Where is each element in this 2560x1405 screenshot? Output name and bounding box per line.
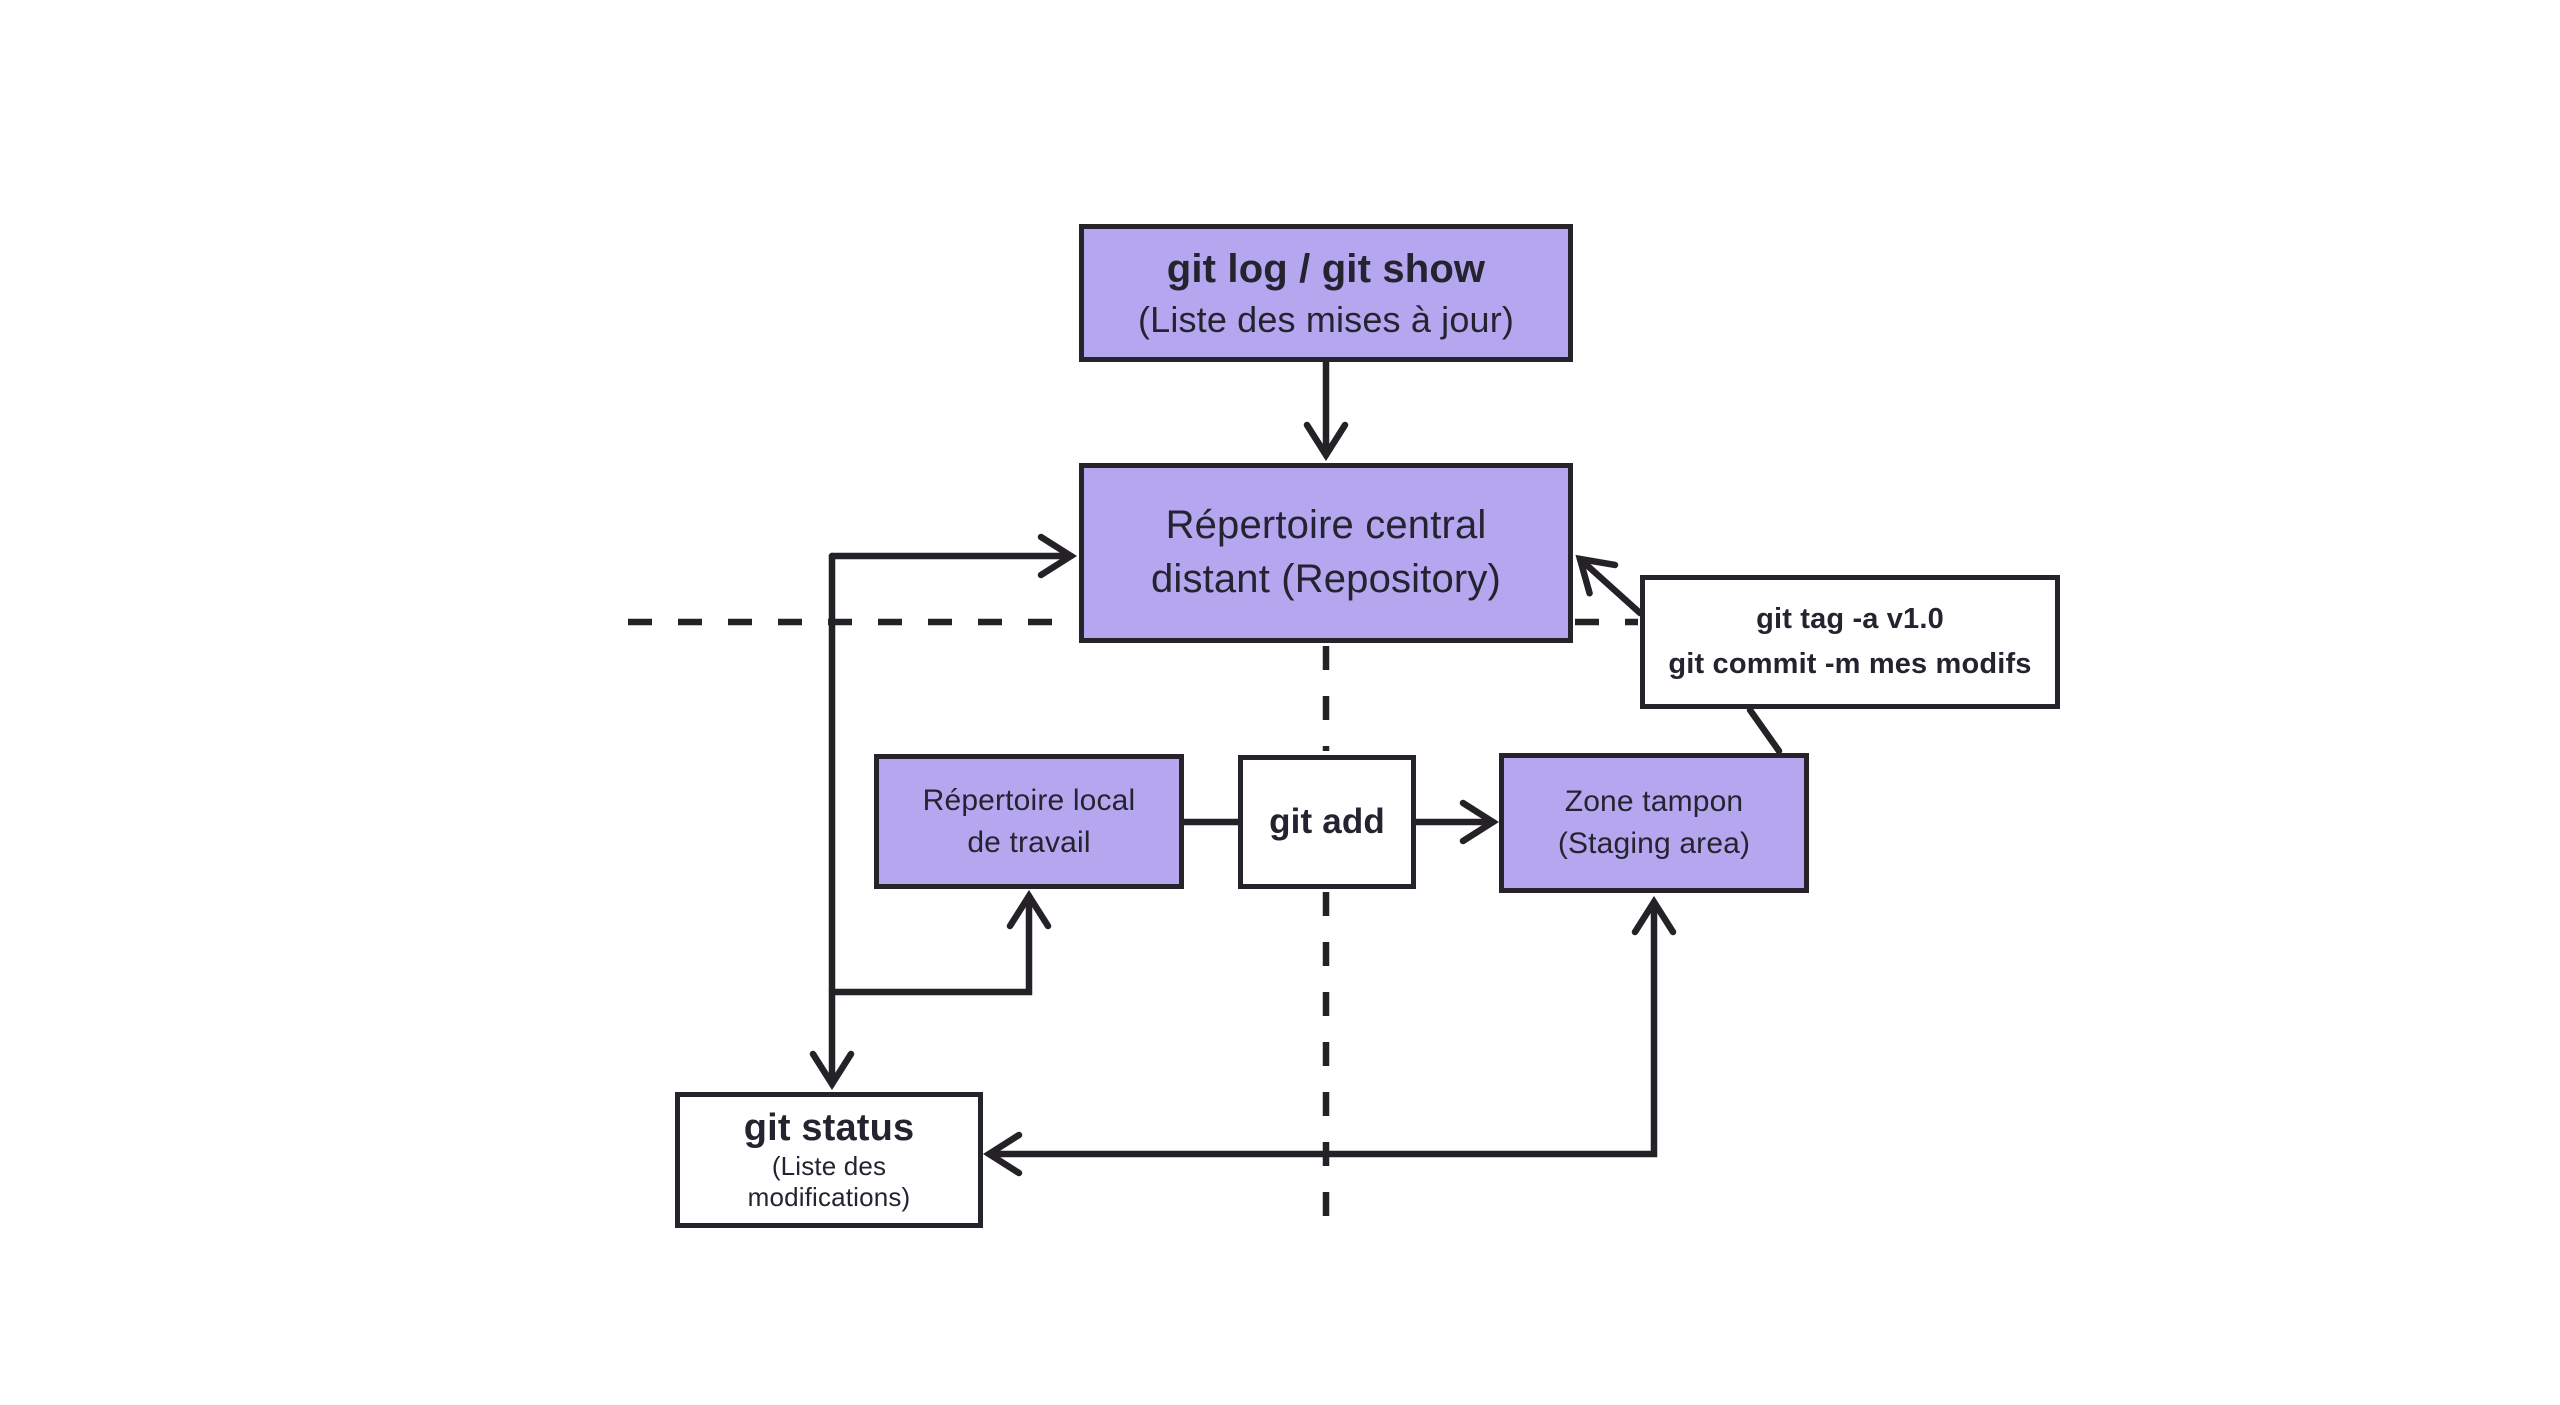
node-git-log: git log / git show (Liste des mises à jo… <box>1079 224 1573 362</box>
node-git-add: git add <box>1238 755 1416 889</box>
line-staging-to-git-tag <box>1746 706 1783 755</box>
node-local-repo-line1: Répertoire local <box>922 783 1136 817</box>
node-local-repo: Répertoire local de travail <box>874 754 1184 889</box>
node-git-tag-line2: git commit -m mes modifs <box>1668 648 2032 680</box>
node-git-log-subtitle: (Liste des mises à jour) <box>1138 298 1514 340</box>
node-local-repo-line2: de travail <box>967 825 1091 859</box>
node-staging-area: Zone tampon (Staging area) <box>1499 753 1809 893</box>
node-git-status: git status (Liste des modifications) <box>675 1092 983 1228</box>
node-git-status-command: git status <box>743 1107 915 1150</box>
node-staging-line2: (Staging area) <box>1557 827 1751 860</box>
node-git-status-sub2: modifications) <box>747 1181 911 1212</box>
node-git-status-sub1: (Liste des <box>771 1151 887 1182</box>
node-git-tag-line1: git tag -a v1.0 <box>1756 603 1944 636</box>
node-repository-line1: Répertoire central <box>1165 503 1487 548</box>
arrow-branch-into-local-repo <box>828 896 1029 996</box>
node-git-log-command: git log / git show <box>1166 246 1486 291</box>
node-staging-line1: Zone tampon <box>1564 785 1744 818</box>
arrow-staging-git-status <box>989 902 1654 1154</box>
arrow-git-tag-to-repository <box>1580 559 1644 617</box>
node-git-add-command: git add <box>1269 801 1385 841</box>
node-repository: Répertoire central distant (Repository) <box>1079 463 1573 643</box>
node-repository-line2: distant (Repository) <box>1151 557 1501 601</box>
node-git-tag-commit: git tag -a v1.0 git commit -m mes modifs <box>1640 575 2060 709</box>
